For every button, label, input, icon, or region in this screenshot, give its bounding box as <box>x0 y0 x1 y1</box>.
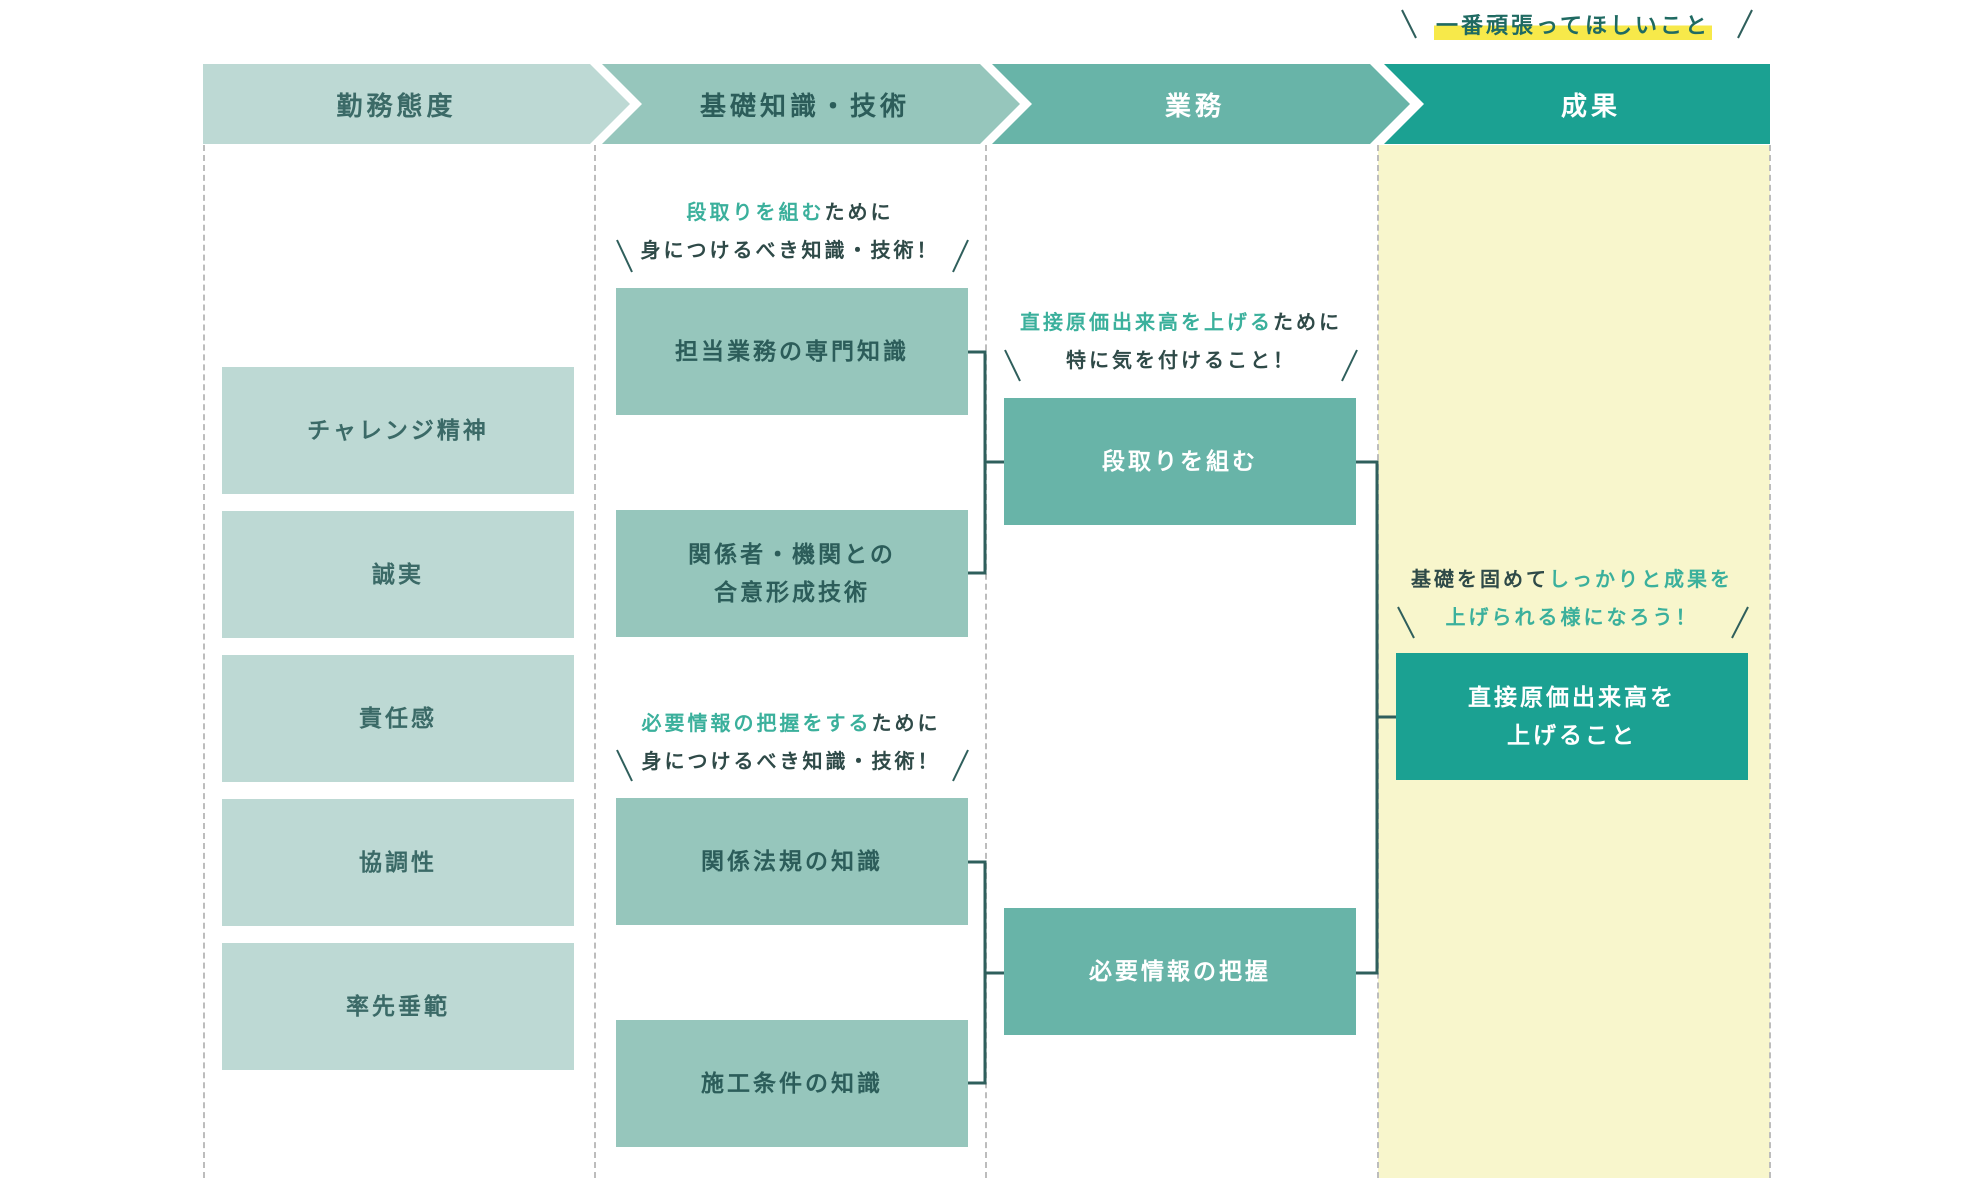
result-note: 基礎を固めてしっかりと成果を 上げられる様になろう！ <box>1396 560 1748 636</box>
top-note: 一番頑張ってほしいこと <box>1428 6 1718 42</box>
note-text: ために <box>824 200 894 224</box>
knowledge-item: 施工条件の知識 <box>616 1020 968 1147</box>
note-accent: 上げられる様になろう！ <box>1445 605 1699 629</box>
note-text: 基礎を固めて <box>1411 567 1549 591</box>
note-text: 身につけるべき知識・技術！ <box>640 238 940 262</box>
note-text: ために <box>871 711 941 735</box>
column-divider <box>985 145 987 1178</box>
header-arrow-knowledge <box>602 64 1020 144</box>
knowledge-note-setup: 段取りを組むために 身につけるべき知識・技術！ <box>630 193 950 269</box>
slash-mark <box>1004 349 1021 382</box>
attitude-item: 誠実 <box>222 511 574 638</box>
connector-line <box>968 860 987 1085</box>
slash-mark <box>616 239 633 273</box>
slash-mark <box>1737 9 1753 39</box>
knowledge-note-information: 必要情報の把握をするために 身につけるべき知識・技術！ <box>618 704 964 780</box>
header-arrow-result <box>1384 64 1770 144</box>
result-item: 直接原価出来高を 上げること <box>1396 653 1748 780</box>
column-divider <box>1769 145 1771 1178</box>
slash-mark <box>952 239 969 273</box>
attitude-item: 協調性 <box>222 799 574 926</box>
attitude-item: 率先垂範 <box>222 943 574 1070</box>
note-accent: 段取りを組む <box>686 200 825 224</box>
connector-line <box>1356 460 1379 975</box>
slash-mark <box>616 749 633 782</box>
slash-mark <box>1731 606 1749 639</box>
note-accent: 必要情報の把握をする <box>641 711 872 735</box>
knowledge-item: 担当業務の専門知識 <box>616 288 968 415</box>
knowledge-item: 関係法規の知識 <box>616 798 968 925</box>
connector-line <box>968 350 987 575</box>
slash-mark <box>1397 606 1415 639</box>
knowledge-item: 関係者・機関との 合意形成技術 <box>616 510 968 637</box>
slash-mark <box>1341 349 1358 382</box>
header-knowledge: 基礎知識・技術 <box>699 91 910 122</box>
header-work: 業務 <box>1164 91 1225 122</box>
note-text: ために <box>1273 310 1342 334</box>
header-attitude: 勤務態度 <box>336 91 457 122</box>
attitude-item: 責任感 <box>222 655 574 782</box>
work-item: 段取りを組む <box>1004 398 1356 525</box>
work-note: 直接原価出来高を上げるために 特に気を付けること！ <box>1010 303 1352 379</box>
column-divider <box>203 145 205 1178</box>
column-divider <box>594 145 596 1178</box>
slash-mark <box>952 749 969 782</box>
header-arrow-attitude <box>203 64 630 144</box>
note-accent: しっかりと成果を <box>1549 567 1733 591</box>
note-text: 特に気を付けること！ <box>1066 348 1296 372</box>
note-accent: 直接原価出来高を上げる <box>1020 310 1273 334</box>
attitude-item: チャレンジ精神 <box>222 367 574 494</box>
header-result: 成果 <box>1560 91 1621 122</box>
slash-mark <box>1401 9 1417 39</box>
work-item: 必要情報の把握 <box>1004 908 1356 1035</box>
header-arrow-work <box>992 64 1410 144</box>
note-text: 身につけるべき知識・技術！ <box>641 749 941 773</box>
